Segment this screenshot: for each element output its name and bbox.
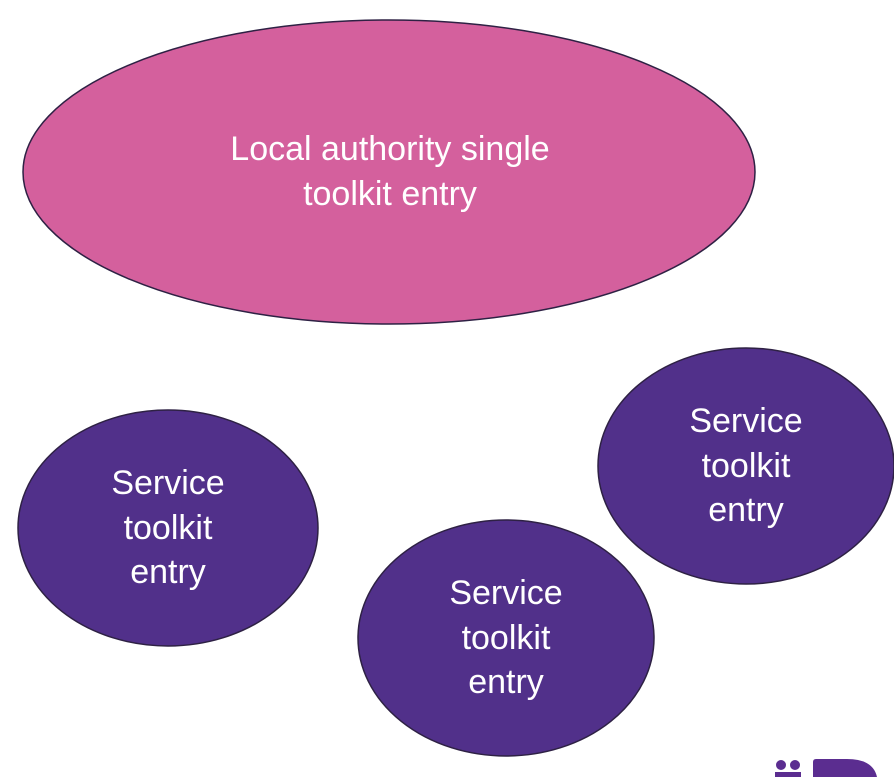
service-circle-left (17, 409, 319, 647)
brand-logo-icon (755, 758, 894, 777)
local-authority-ellipse (22, 19, 756, 325)
service-circle-right (597, 347, 894, 585)
service-circle-middle (357, 519, 655, 757)
